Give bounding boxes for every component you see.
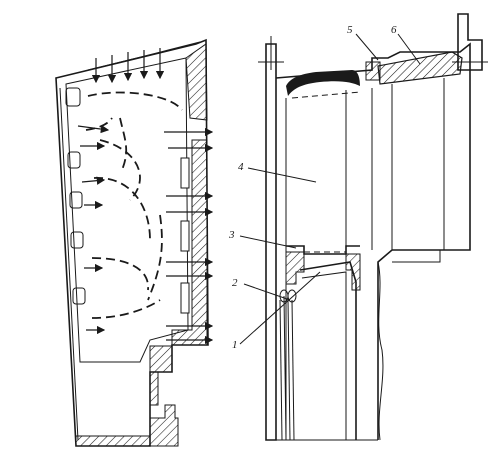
ring-6	[377, 51, 463, 85]
label-2: 2	[232, 277, 238, 289]
label-5: 5	[347, 24, 353, 36]
cooling-slot	[180, 220, 190, 252]
insert-pad	[69, 191, 83, 209]
inner-channel	[299, 261, 357, 440]
vane-hatched-foot	[149, 345, 173, 406]
label-1: 1	[232, 339, 238, 351]
vane-hatched-wall-right	[171, 139, 208, 346]
leader-lines	[239, 33, 421, 345]
vane-inner-cavity	[65, 57, 189, 363]
cooling-slot	[180, 282, 190, 314]
label-3: 3	[228, 229, 235, 241]
label-6: 6	[391, 24, 397, 36]
insert-pad	[65, 87, 81, 107]
vane-hatched-wall-top	[185, 43, 208, 121]
insert-pad	[70, 231, 84, 249]
left-figure-vane-section	[55, 38, 214, 447]
seal-ring	[286, 70, 360, 96]
cooling-slot	[180, 157, 190, 189]
inlet-flow-arrows	[87, 41, 201, 84]
right-figure-casing-section	[258, 13, 488, 441]
vane-left-skin	[59, 87, 79, 441]
internal-flow-streams	[85, 91, 183, 319]
cooling-tubes	[279, 289, 297, 441]
insert-pad	[67, 151, 81, 169]
right-outlet-arrows	[164, 127, 214, 345]
vane-hatched-bottom	[75, 435, 151, 447]
lower-bracket	[285, 251, 305, 285]
outer-shell	[275, 42, 471, 440]
vane-hatched-foot-lower	[149, 404, 179, 447]
label-4: 4	[238, 161, 244, 173]
insert-pad	[72, 287, 86, 305]
ring-5	[365, 61, 381, 81]
joint-3	[286, 245, 360, 255]
left-outlet-arrows	[77, 124, 110, 335]
casing-break-edge	[377, 261, 384, 441]
